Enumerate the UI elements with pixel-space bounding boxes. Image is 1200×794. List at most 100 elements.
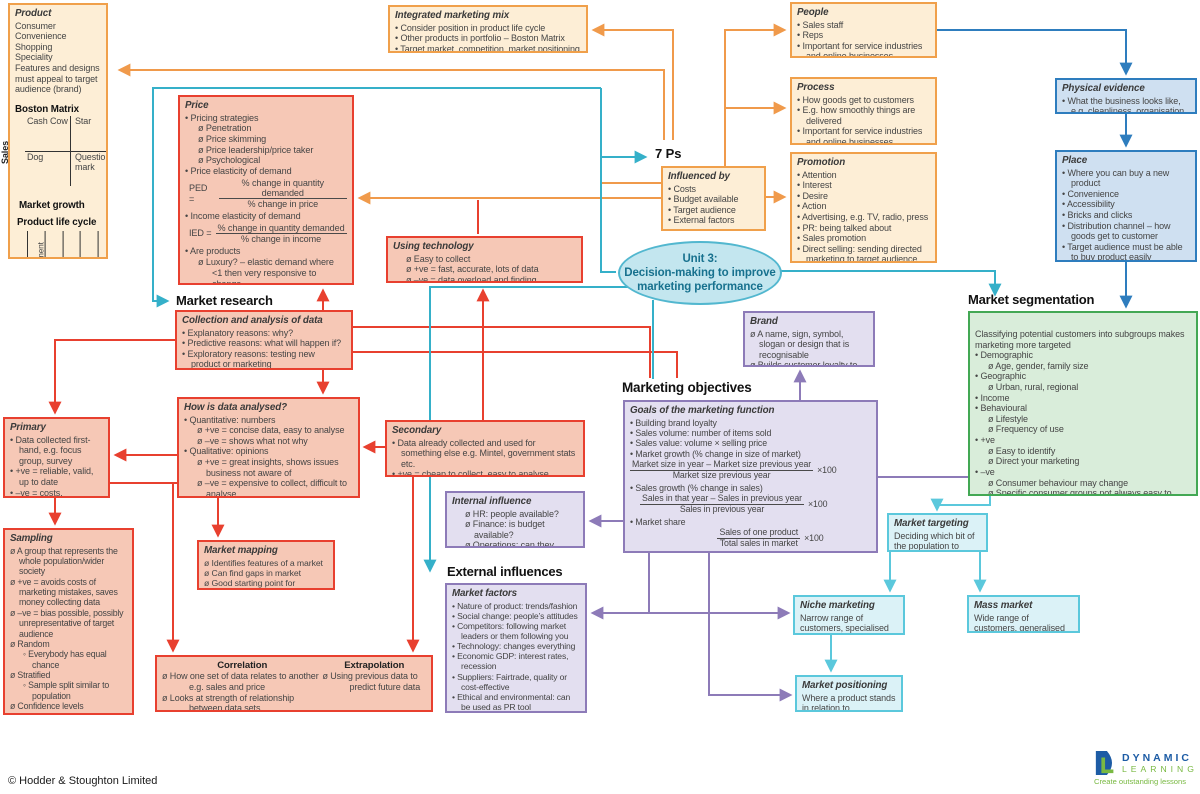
text-line: • Market share [630, 516, 686, 527]
text-line: • Suppliers: Fairtrade, quality or cost-… [452, 671, 567, 692]
ied-formula: IED = % change in quantity demanded% cha… [189, 223, 347, 244]
segmentation-intro: Classifying potential customers into sub… [975, 329, 1191, 350]
formula-denominator: Total sales in market [719, 538, 798, 549]
text-line: • Economic GDP: interest rates, recessio… [452, 651, 569, 672]
text-line: • Pricing strategies [185, 112, 259, 123]
box-title: Using technology [393, 241, 474, 252]
niche-marketing-box: Niche marketing Narrow range of customer… [793, 595, 905, 635]
text-line: • Are products [185, 246, 241, 257]
box-title: People [797, 7, 829, 18]
text-line: • Where you can buy a new product [1062, 167, 1170, 189]
box-title: Goals of the marketing function [630, 405, 775, 416]
dynamic-learning-logo: DYNAMIC LEARNING Create outstanding less… [1094, 750, 1200, 786]
text-line: Development [28, 231, 46, 257]
text-line: • PR: being talked about [797, 222, 892, 233]
box-title: Market mapping [204, 545, 278, 556]
sales-axis-label: Sales [0, 140, 10, 164]
text-line: • Target market, competition, market pos… [395, 43, 580, 53]
text-line: ø –ve = expensive to collect, difficult … [197, 478, 347, 498]
box-title: Mass market [974, 600, 1033, 611]
purple-connectors [588, 369, 968, 702]
text-line: ø –ve = data overload and finding correl… [406, 274, 537, 283]
text-line: between data sets [189, 703, 261, 712]
market-positioning-box: Market positioning Where a product stand… [795, 675, 903, 712]
text-line: • Exploratory reasons: testing new produ… [182, 348, 315, 370]
correlation-heading: Correlation [217, 660, 268, 671]
sales-growth-formula: Sales in that year – Sales in previous y… [640, 493, 871, 515]
text-line: • Market leadership: the business with t… [630, 551, 871, 552]
text-line: must appeal to target [15, 73, 98, 84]
box-lines: • Building brand loyalty• Sales volume: … [630, 418, 871, 460]
box-title: Market positioning [802, 680, 888, 691]
formula-numerator: Market size in year – Market size previo… [630, 459, 814, 471]
text-line: ø +ve = great insights, shows issues bus… [197, 456, 339, 478]
market-growth-axis-label: Market growth [19, 200, 85, 212]
box-title: Sampling [10, 533, 53, 544]
box-title: Primary [10, 422, 46, 433]
box-title: Product [15, 8, 52, 19]
primary-box: Primary • Data collected first-hand, e.g… [3, 417, 110, 498]
extrapolation-heading: Extrapolation [344, 660, 405, 671]
box-title: Market factors [452, 588, 517, 599]
box-title: Secondary [392, 425, 442, 436]
box-title: Collection and analysis of data [182, 315, 323, 326]
boston-matrix-grid: Cash Cow Star Dog Question mark [25, 116, 108, 187]
text-line: ø Price skimming [198, 133, 267, 144]
box-body: Where a product stands in relation to co… [802, 692, 896, 712]
text-line: ◦ Sample split similar to population [23, 680, 110, 701]
correlation-column: Correlation ø How one set of data relate… [162, 660, 322, 710]
text-line: • How goods get to customers [797, 94, 914, 105]
box-title: Place [1062, 155, 1088, 166]
market-mapping-box: Market mapping ø Identifies features of … [197, 540, 335, 590]
marketing-objectives-heading: Marketing objectives [622, 380, 752, 395]
text-line: ø +ve = fast, accurate, lots of data [406, 264, 539, 275]
box-lines: • What the business looks like, e.g. cle… [1062, 96, 1190, 112]
text-line: • Budget available [668, 194, 739, 205]
logo-brand-dynamic: DYNAMIC [1122, 751, 1192, 764]
text-line: Shopping [15, 41, 53, 52]
box-title: Promotion [797, 157, 846, 168]
boston-cell: Star [71, 116, 106, 153]
text-line: predict future data [349, 681, 421, 692]
brand-box: Brand ø A name, sign, symbol, slogan or … [743, 311, 875, 367]
text-line: ø Urban, rural, regional [988, 382, 1079, 393]
text-line: • Sales staff [797, 19, 844, 30]
place-box: Place • Where you can buy a new product•… [1055, 150, 1197, 262]
boston-cell: Cash Cow [25, 116, 71, 153]
box-lines: • Sales growth (% change in sales) [630, 483, 871, 493]
text-line: • Other products in portfolio – Boston M… [395, 33, 565, 44]
text-line: ø +ve = avoids costs of marketing mistak… [10, 576, 118, 608]
box-lines: ø How one set of data relates to another… [162, 671, 322, 712]
plc-heading: Product life cycle [17, 216, 97, 228]
box-title: Physical evidence [1062, 83, 1145, 94]
text-line: • Important for service industries and o… [797, 40, 923, 58]
box-title: How is data analysed? [184, 402, 287, 413]
text-line: ø Easy to identify [988, 445, 1056, 456]
text-line: • Ethical and environmental: can be used… [452, 691, 571, 712]
text-line: ø HR: people available? [465, 508, 559, 519]
text-line: Classifying potential customers into sub… [975, 329, 1185, 350]
red-connectors [48, 200, 678, 653]
box-body: Narrow range of customers, specialised p… [800, 612, 889, 634]
text-line: ø Confidence levels [10, 701, 84, 712]
boston-cell: Question mark [75, 152, 108, 173]
text-line: • Important for service industries and o… [797, 126, 923, 145]
text-line: • Costs [668, 183, 696, 194]
ped-formula: PED = % change in quantity demanded% cha… [189, 178, 347, 210]
text-line: • Price elasticity of demand [185, 166, 292, 177]
text-line: • Geographic [975, 371, 1026, 382]
text-line: • Income [975, 392, 1010, 403]
text-line: ø Specific consumer groups not always ea… [988, 488, 1172, 496]
market-targeting-box: Market targeting Deciding which bit of t… [887, 513, 988, 552]
formula-label: PED = [189, 182, 208, 204]
text-line: ø How one set of data relates to another [162, 671, 319, 682]
text-line: ø Using previous data to [322, 671, 418, 682]
box-title: Brand [750, 316, 778, 327]
text-line: <1 then very responsive to change [212, 267, 317, 285]
formula-numerator: Sales of one product [717, 527, 801, 540]
box-lines: • Attention• Interest• Desire• Action• A… [797, 170, 930, 261]
